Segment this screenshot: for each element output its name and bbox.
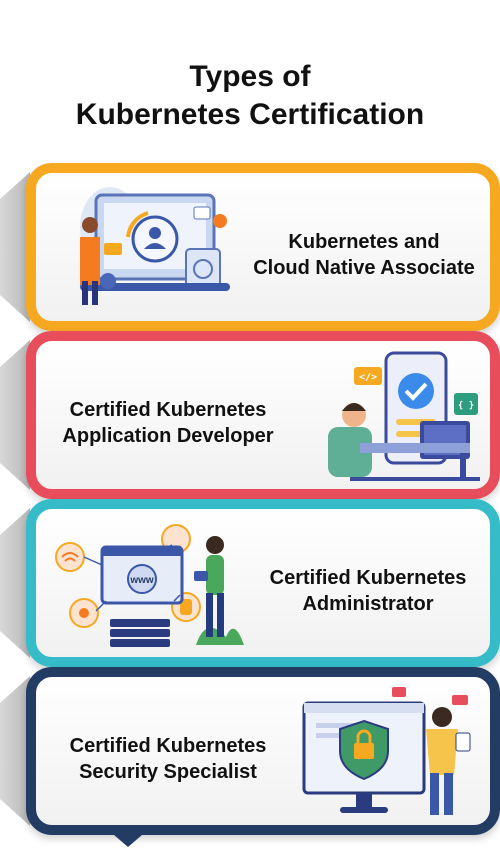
shadow-wedge-2 [0,340,30,490]
shadow-wedge-4 [0,676,30,826]
network-admin-illustration: www [55,524,244,647]
card-label: Certified Kubernetes Administrator [248,565,488,617]
card-label: Kubernetes and Cloud Native Associate [244,229,484,281]
cloud-support-illustration [80,187,230,305]
card-cloud-native-associate: Kubernetes and Cloud Native Associate [26,163,500,331]
developer-illustration: </> { } [328,351,480,481]
card-application-developer: Certified Kubernetes Application Develop… [26,331,500,499]
card-administrator: www Certified Kubernetes Administrator [26,499,500,667]
card-label-line-2: Application Developer [62,425,274,447]
card-label-line-2: Administrator [302,593,434,615]
card-label-line-1: Kubernetes and [288,231,440,253]
card-pointer-4 [114,835,142,847]
title-line-1: Types of [189,60,311,93]
shadow-wedge-1 [0,172,30,322]
card-label-line-1: Certified Kubernetes [69,735,267,757]
card-security-specialist: Certified Kubernetes Security Specialist [26,667,500,835]
title-line-2: Kubernetes Certification [75,98,425,131]
page-title: Types of Kubernetes Certification [0,58,500,134]
card-label-line-1: Certified Kubernetes [69,399,267,421]
card-label-line-2: Security Specialist [79,761,257,783]
card-label: Certified Kubernetes Application Develop… [48,397,288,449]
card-label-line-2: Cloud Native Associate [253,257,475,279]
code-tag-text: </> [359,372,377,383]
www-text: www [129,575,154,586]
security-illustration [302,687,471,815]
card-label-line-1: Certified Kubernetes [269,567,467,589]
card-label: Certified Kubernetes Security Specialist [48,733,288,785]
braces-text: { } [458,401,474,411]
shadow-wedge-3 [0,508,30,658]
